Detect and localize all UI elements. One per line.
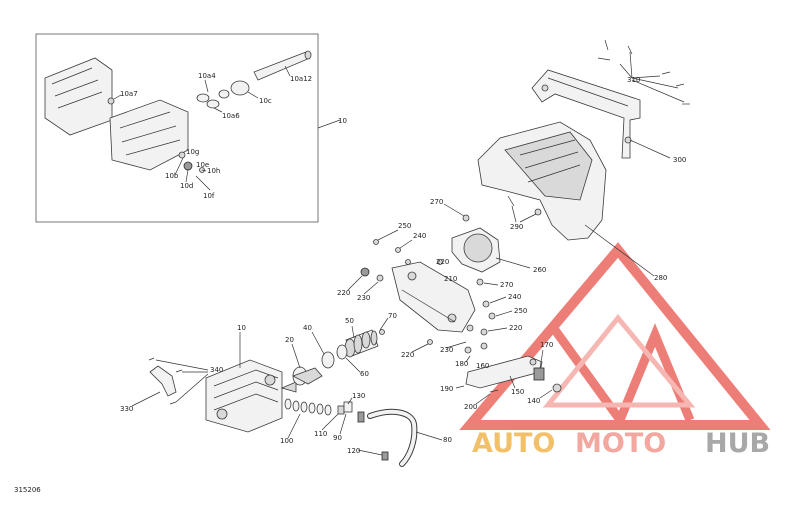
block-170 <box>533 367 545 381</box>
callout-220-right: 220 <box>509 324 522 332</box>
callout-230-left: 230 <box>357 294 370 302</box>
callout-240-top: 240 <box>413 232 426 240</box>
housing-280 <box>477 121 607 241</box>
callout-80: 80 <box>443 436 452 444</box>
callout-10g: 10g <box>186 148 199 156</box>
bolt-140 <box>552 383 562 393</box>
callout-270-mid: 270 <box>500 281 513 289</box>
callout-200: 200 <box>464 403 477 411</box>
brand-moto-text: MOTO <box>575 428 666 459</box>
callout-10a6: 10a6 <box>222 112 240 120</box>
callout-290: 290 <box>510 223 523 231</box>
callout-10f: 10f <box>203 192 215 200</box>
callout-250-mid: 250 <box>514 307 527 315</box>
diagram-code: 315206 <box>14 486 41 494</box>
logo-inner-triangle <box>542 314 696 408</box>
callout-10b: 10b <box>165 172 179 180</box>
callout-120: 120 <box>347 447 360 455</box>
callout-110: 110 <box>314 430 327 438</box>
inset-leader <box>317 119 341 129</box>
callout-190: 190 <box>440 385 453 393</box>
callout-10a7: 10a7 <box>120 90 138 98</box>
callout-40: 40 <box>303 324 312 332</box>
watermark-text: AUTO MOTO HUB <box>472 428 770 459</box>
callout-240-mid: 240 <box>508 293 521 301</box>
watermark-logo <box>459 242 771 430</box>
callout-180: 180 <box>455 360 468 368</box>
logo-m-stroke <box>551 323 695 430</box>
callout-210: 210 <box>444 275 457 283</box>
bolts-270-290 <box>462 195 542 222</box>
callout-230-mid: 230 <box>440 346 453 354</box>
callout-300: 300 <box>673 156 686 164</box>
engine-sketch <box>44 57 189 171</box>
callout-340: 340 <box>210 366 223 374</box>
callout-140: 140 <box>527 397 540 405</box>
boot-50 <box>344 329 379 358</box>
callout-260: 260 <box>533 266 546 274</box>
small-hardware-right <box>360 239 496 354</box>
gearbox-10 <box>205 359 297 433</box>
ring-40 <box>321 351 335 369</box>
callout-170: 170 <box>540 341 553 349</box>
callout-10c: 10c <box>259 97 272 105</box>
mount-260 <box>451 227 501 273</box>
callout-10-main: 10 <box>237 324 246 332</box>
callout-220-bottom: 220 <box>401 351 414 359</box>
screws-310 <box>597 39 690 105</box>
callout-330: 330 <box>120 405 133 413</box>
callout-90: 90 <box>333 434 342 442</box>
callout-70: 70 <box>388 312 397 320</box>
callout-20: 20 <box>285 336 294 344</box>
callout-160: 160 <box>476 362 489 370</box>
callout-270-top: 270 <box>430 198 443 206</box>
callout-150: 150 <box>511 388 524 396</box>
callout-10e: 10e <box>196 161 209 169</box>
callout-280: 280 <box>654 274 667 282</box>
seal-20 <box>292 366 323 386</box>
fittings-110-90-130 <box>337 401 365 423</box>
callout-130: 130 <box>352 392 365 400</box>
callout-10d: 10d <box>180 182 193 190</box>
callout-310: 310 <box>627 76 640 84</box>
screws-190-200 <box>455 385 499 393</box>
bracket-210 <box>391 261 476 333</box>
callout-10a12: 10a12 <box>290 75 312 83</box>
callout-250-top: 250 <box>398 222 411 230</box>
hose-80 <box>367 408 418 467</box>
callout-10h: 10h <box>207 167 220 175</box>
callout-60: 60 <box>360 370 369 378</box>
clamp-60 <box>336 344 348 360</box>
inset-small-parts <box>107 50 312 191</box>
callout-220-left: 220 <box>337 289 350 297</box>
callout-50: 50 <box>345 317 354 325</box>
brand-auto-text: AUTO <box>472 428 555 459</box>
top-bracket-300 <box>531 69 641 159</box>
callout-220-top: 220 <box>436 258 449 266</box>
callout-100: 100 <box>280 437 293 445</box>
spring-100 <box>284 398 332 416</box>
callout-10-inset: 10 <box>338 117 347 125</box>
callout-10a4: 10a4 <box>198 72 216 80</box>
logo-outer-triangle <box>459 242 771 430</box>
bracket-330 <box>148 357 183 405</box>
brand-hub-text: HUB <box>705 428 770 459</box>
clip-120 <box>381 451 389 461</box>
